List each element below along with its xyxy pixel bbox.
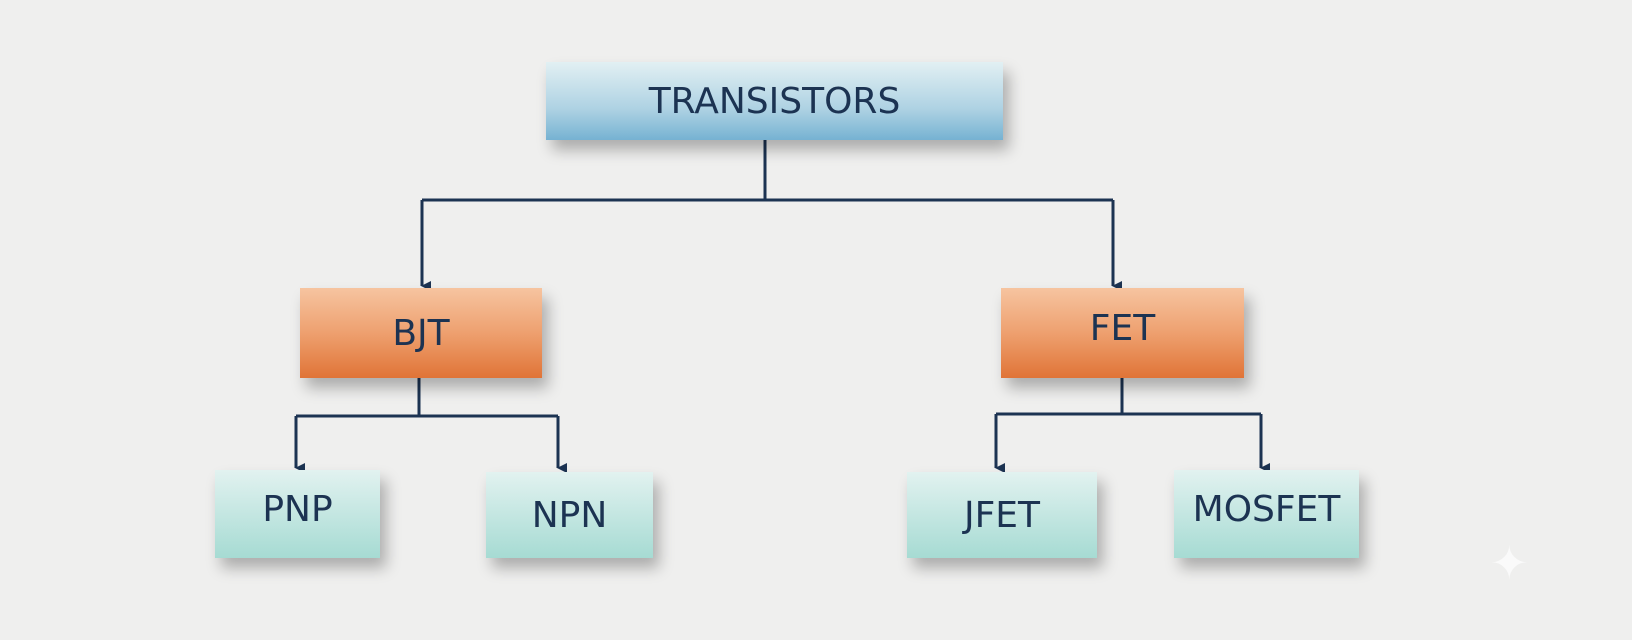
node-label: NPN — [531, 494, 608, 536]
node-label: JFET — [963, 494, 1041, 536]
connector-root — [422, 140, 1113, 202]
node-label: FET — [1089, 307, 1156, 349]
node-jfet: JFET — [907, 472, 1097, 558]
sparkle-icon: ✦ — [1490, 536, 1529, 590]
node-fet: FET — [1001, 288, 1244, 378]
connector-fet — [996, 378, 1261, 416]
node-bjt: BJT — [300, 288, 542, 378]
connector-bjt — [296, 378, 558, 418]
node-transistors: TRANSISTORS — [546, 62, 1003, 140]
node-pnp: PNP — [215, 470, 380, 558]
node-label: MOSFET — [1192, 488, 1341, 530]
node-npn: NPN — [486, 472, 653, 558]
node-label: TRANSISTORS — [648, 80, 901, 122]
node-label: PNP — [262, 488, 333, 530]
node-label: BJT — [392, 312, 450, 354]
node-mosfet: MOSFET — [1174, 470, 1359, 558]
